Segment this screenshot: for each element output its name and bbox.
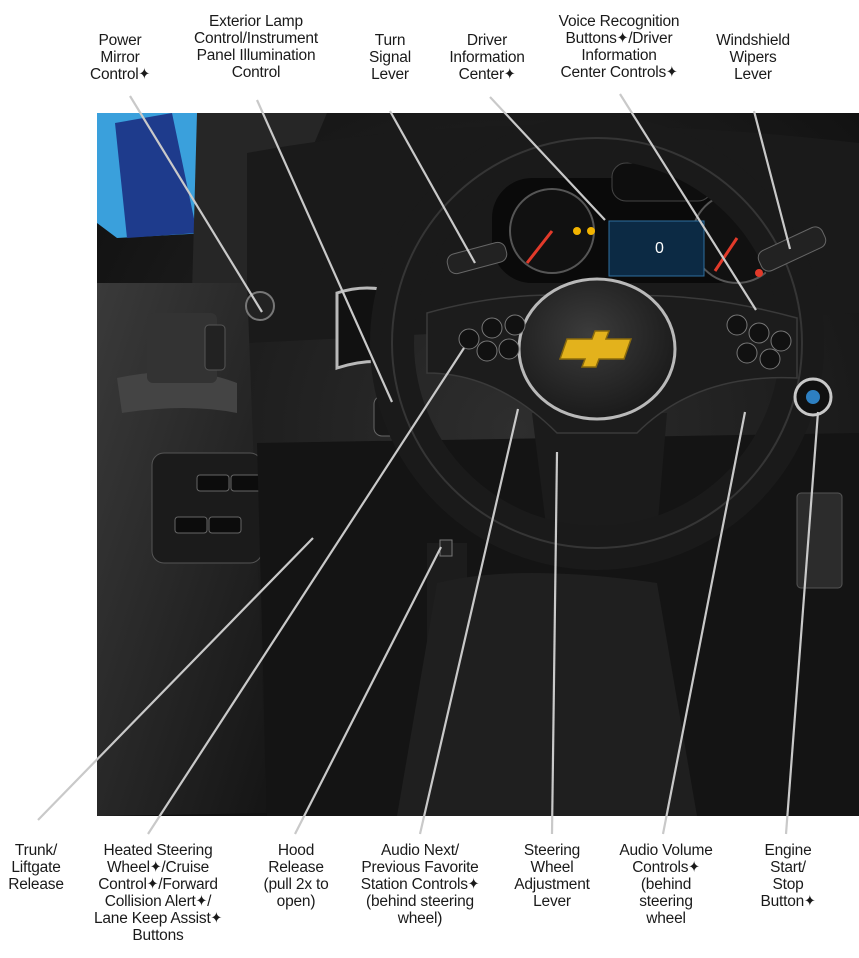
hood-release-handle [439, 539, 453, 557]
display-value: 0 [655, 240, 664, 257]
label-hood-release: Hood Release (pull 2x to open) [263, 842, 329, 910]
label-engine-start-stop: Engine Start/ Stop Button✦ [760, 842, 816, 910]
label-trunk-liftgate-release: Trunk/ Liftgate Release [8, 842, 64, 893]
chevrolet-logo [558, 330, 633, 368]
label-exterior-lamp-control: Exterior Lamp Control/Instrument Panel I… [194, 13, 318, 81]
label-power-mirror-control: Power Mirror Control✦ [89, 32, 151, 83]
label-audio-volume-controls: Audio Volume Controls✦ (behind steering … [619, 842, 713, 927]
left-spoke-buttons [458, 314, 526, 362]
mirror-control-knob [245, 291, 275, 321]
window-switches [151, 452, 263, 564]
label-windshield-wipers-lever: Windshield Wipers Lever [716, 32, 790, 83]
label-audio-next-previous: Audio Next/ Previous Favorite Station Co… [360, 842, 480, 927]
label-driver-information-center: Driver Information Center✦ [449, 32, 525, 83]
label-heated-steering-wheel-buttons: Heated Steering Wheel✦/Cruise Control✦/F… [93, 842, 223, 944]
label-steering-wheel-adjustment: Steering Wheel Adjustment Lever [514, 842, 590, 910]
accelerator-pedal [796, 492, 843, 589]
dashboard-illustration: 0 [97, 113, 859, 816]
label-voice-recognition-buttons: Voice Recognition Buttons✦/Driver Inform… [558, 13, 680, 81]
dashboard-photo: 0 [97, 113, 859, 816]
right-spoke-buttons [726, 314, 792, 370]
label-turn-signal-lever: Turn Signal Lever [369, 32, 411, 83]
